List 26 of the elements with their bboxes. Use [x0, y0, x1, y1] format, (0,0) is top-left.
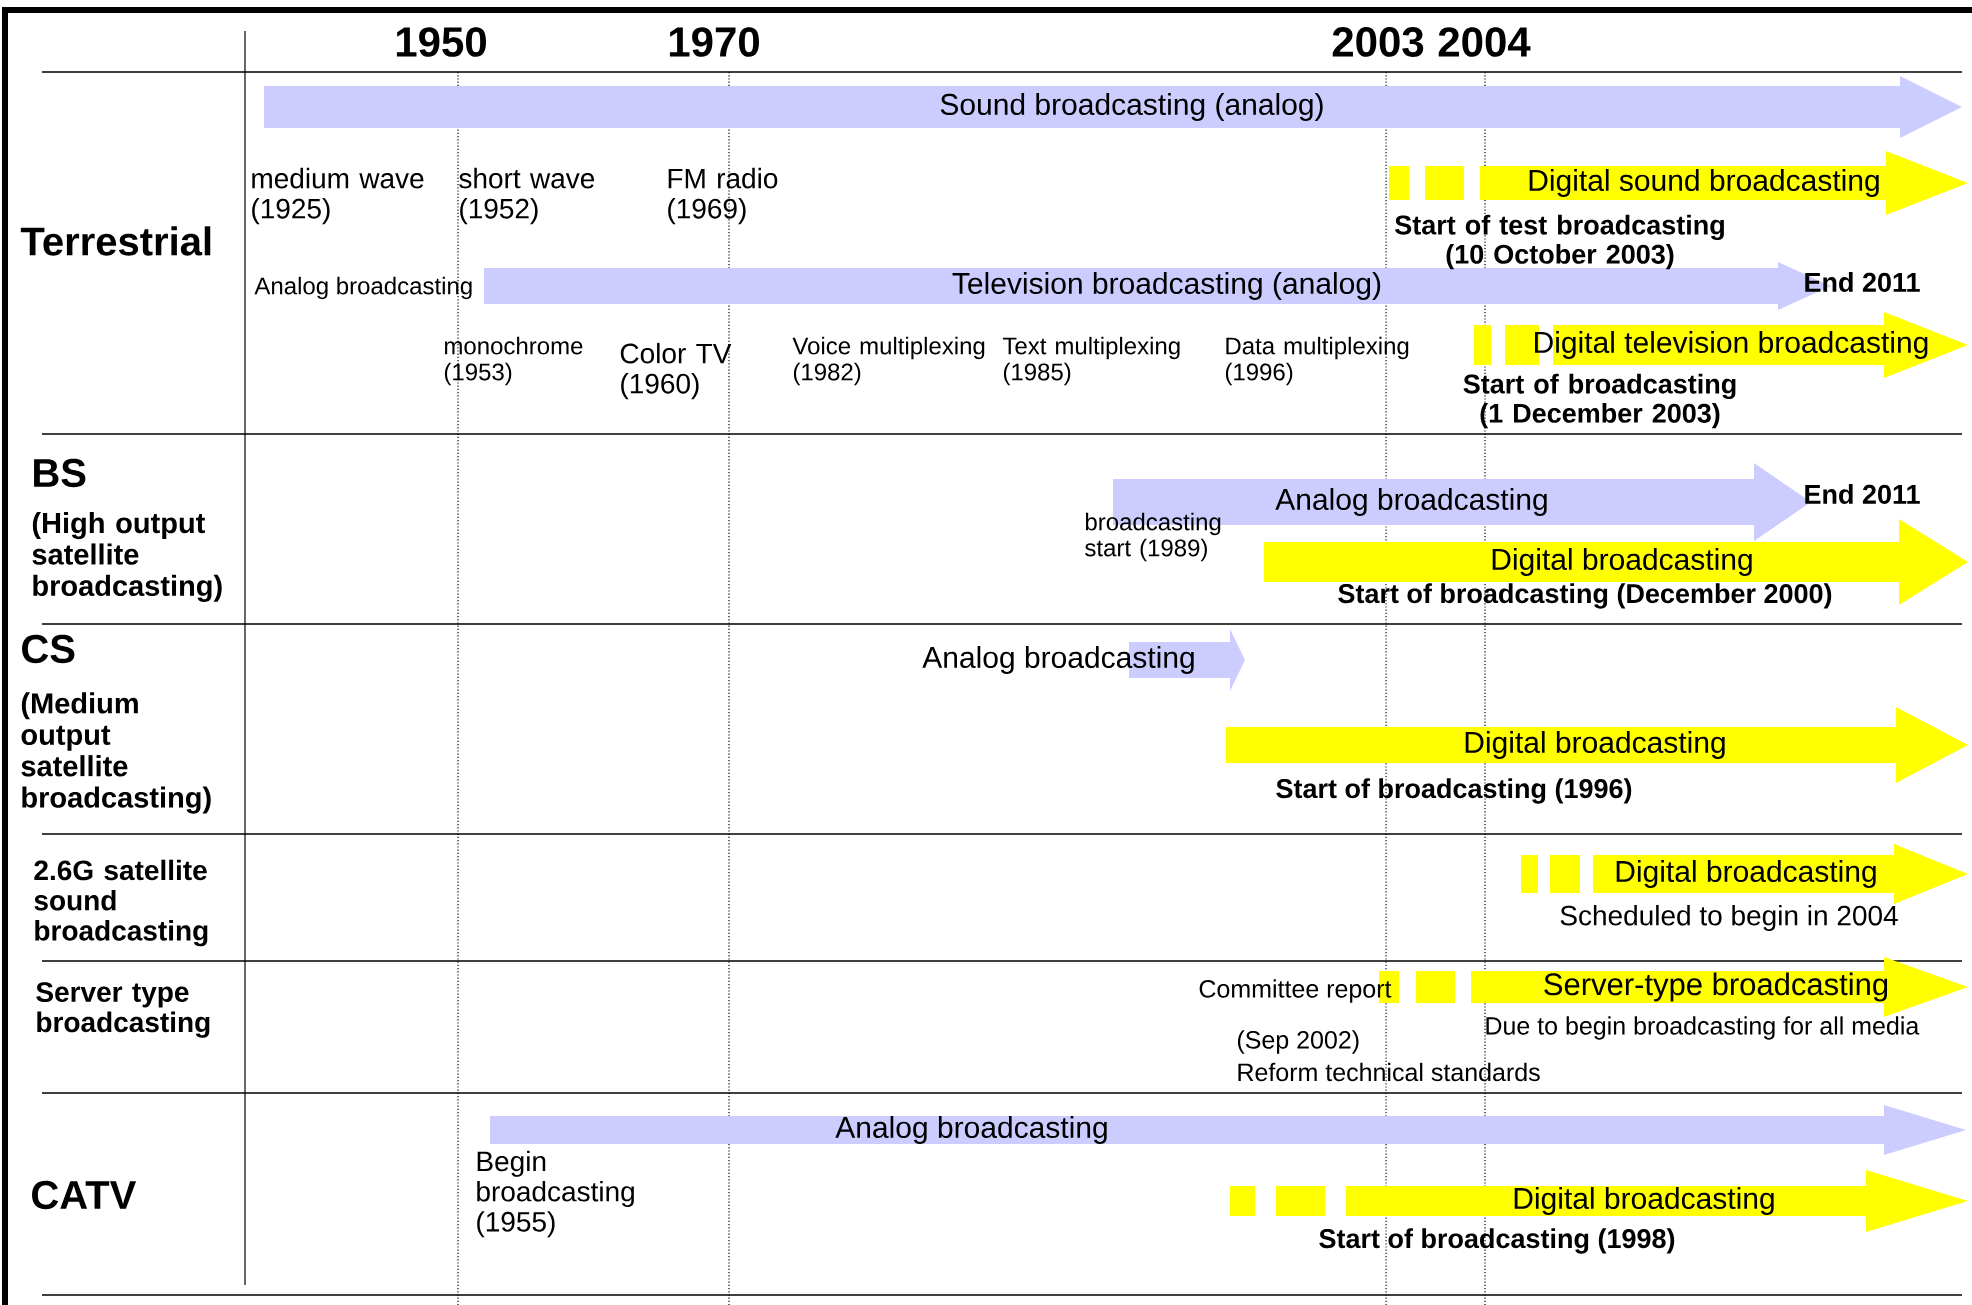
event-label: Color TV (1960): [620, 342, 732, 400]
timeline-band: Digital sound broadcasting: [1389, 151, 1968, 215]
row-heading: CATV: [32, 1180, 137, 1210]
row-heading: Server type broadcasting: [36, 982, 210, 1038]
event-label: Text multiplexing (1985): [1002, 336, 1180, 386]
event-label: FM radio (1969): [668, 167, 778, 225]
year-label: 2004: [1438, 27, 1531, 57]
row-heading: Terrestrial: [20, 226, 211, 256]
row-heading: (High output satellite broadcasting): [32, 512, 222, 602]
row-heading: 2.6G satellite sound broadcasting: [34, 859, 208, 947]
milestone-note: Scheduled to begin in 2004: [1560, 904, 1898, 932]
event-label: medium wave (1925): [252, 167, 424, 225]
event-label: (Sep 2002): [1237, 1030, 1359, 1054]
timeline-band: Analog broadcasting: [922, 629, 1245, 691]
row-heading: BS: [34, 458, 86, 488]
event-label: short wave (1952): [459, 167, 595, 225]
year-label: 2003: [1332, 27, 1424, 57]
event-label: Voice multiplexing (1982): [792, 336, 985, 386]
row-heading: CS: [22, 634, 75, 664]
timeline-band: Digital broadcasting: [1521, 844, 1968, 904]
event-label: Data multiplexing (1996): [1225, 336, 1409, 386]
row-heading: (Medium output satellite broadcasting): [21, 692, 211, 814]
milestone-note: Due to begin broadcasting for all media: [1486, 1016, 1920, 1040]
event-label: monochrome (1953): [444, 336, 583, 386]
event-label: Reform technical standards: [1238, 1062, 1540, 1082]
timeline-band: Sound broadcasting (analog): [264, 76, 1962, 138]
